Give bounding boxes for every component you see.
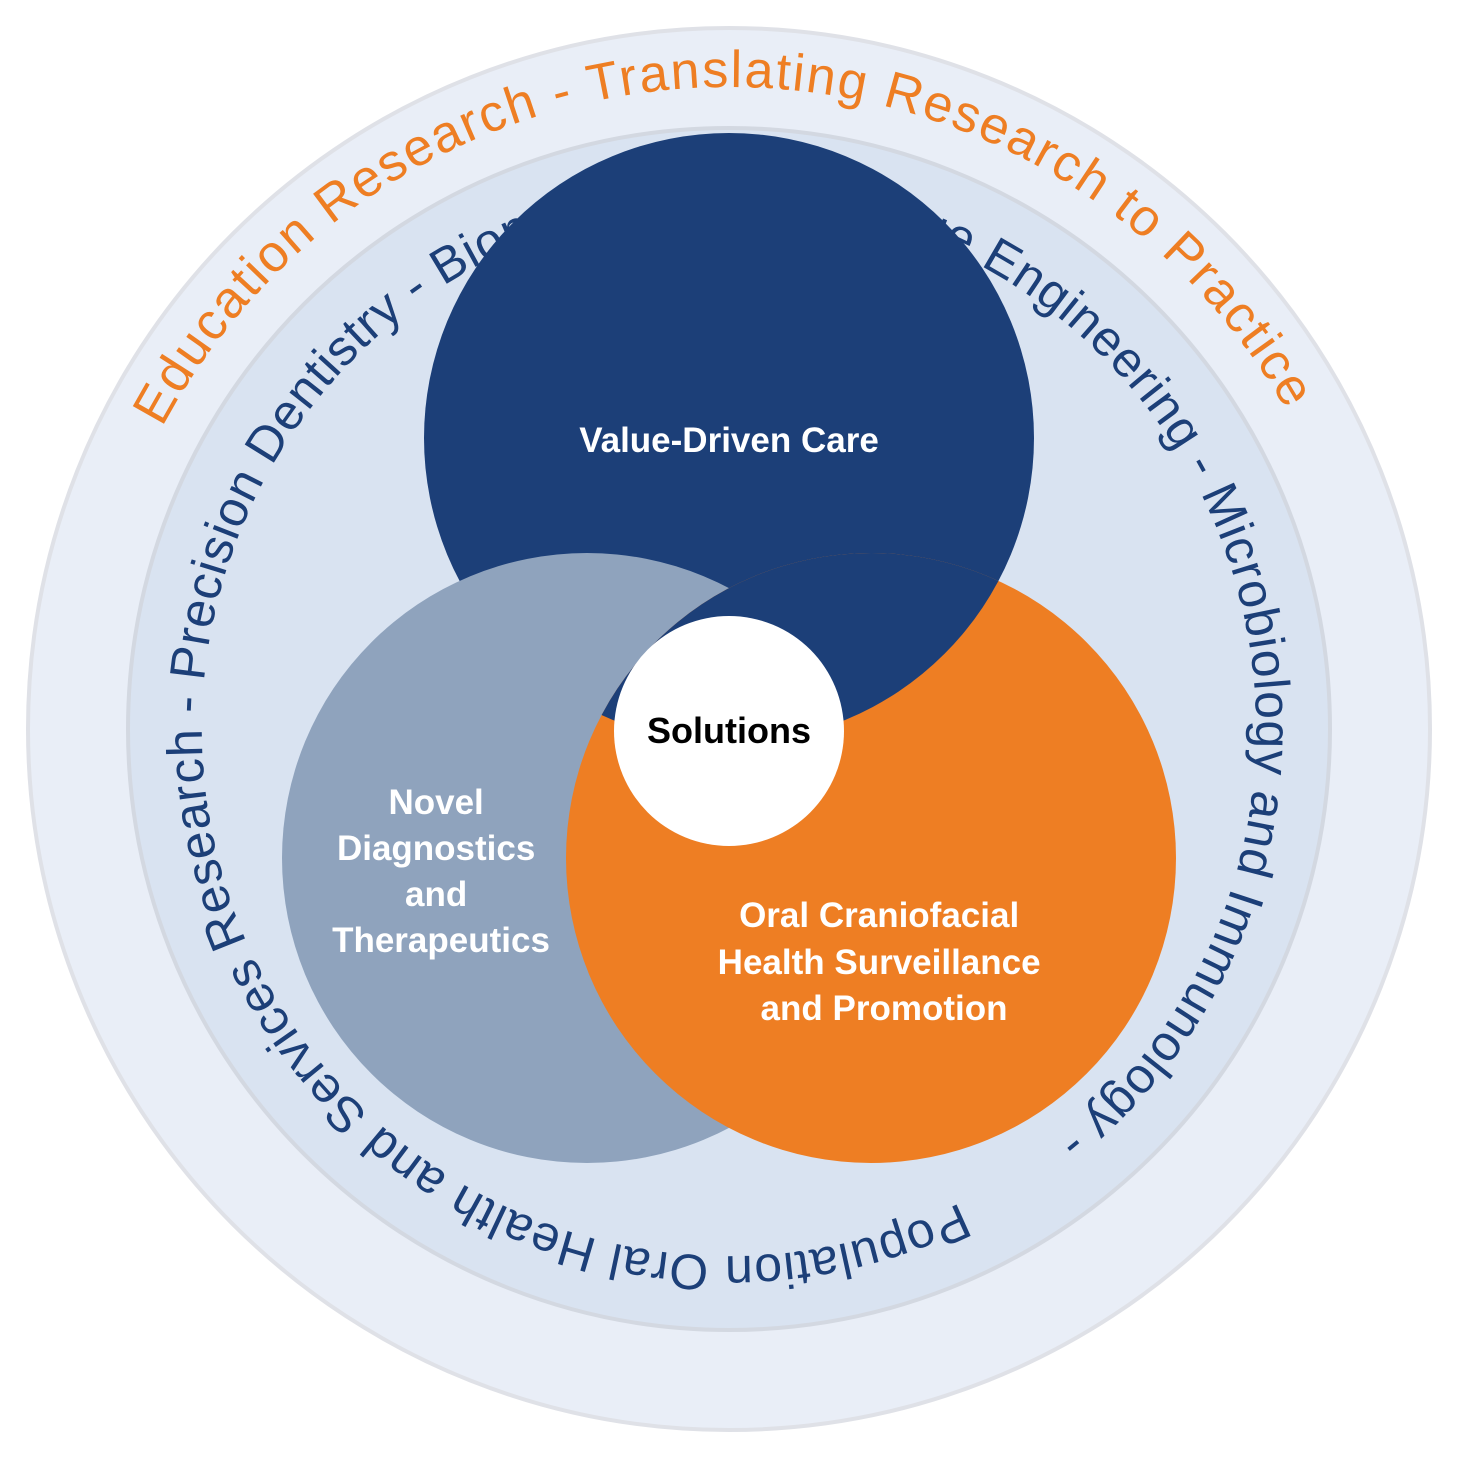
value-driven-care-label: Value-Driven Care — [579, 421, 879, 460]
solutions-label: Solutions — [647, 710, 811, 751]
novel-diagnostics-label: Novel Diagnostics and Therapeutics — [332, 783, 550, 960]
oral-craniofacial-label: Oral Craniofacial Health Surveillance an… — [718, 896, 1051, 1028]
solutions-circle — [614, 616, 844, 846]
